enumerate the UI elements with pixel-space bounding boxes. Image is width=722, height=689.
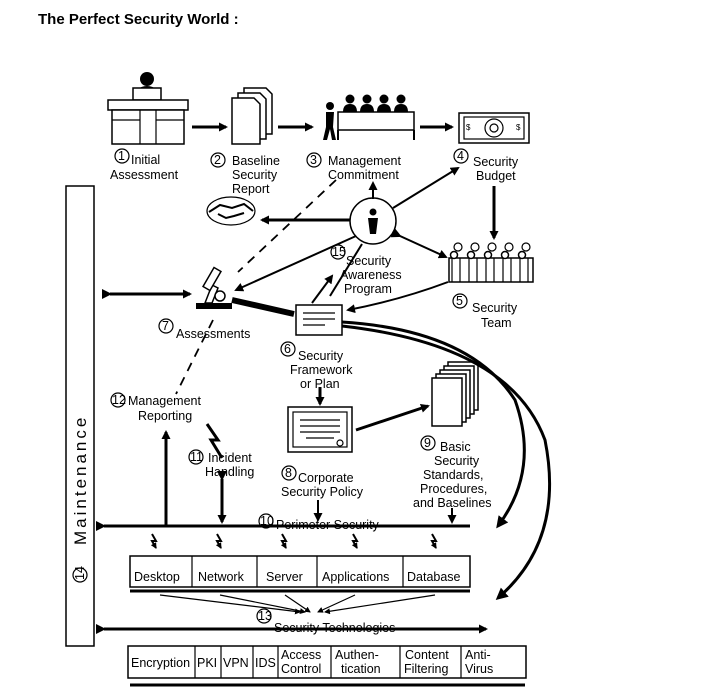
- svg-text:Basic: Basic: [440, 440, 471, 454]
- perimeter-box: Database: [407, 570, 461, 584]
- svg-text:Budget: Budget: [476, 169, 516, 183]
- svg-text:Security: Security: [472, 301, 518, 315]
- step-3-label: 3 Management Commitment: [306, 152, 401, 182]
- step-5-label: 5 Security Team: [452, 293, 518, 330]
- svg-text:10: 10: [260, 514, 274, 528]
- step-14-marker: 14: [72, 566, 88, 583]
- svg-text:Security: Security: [298, 349, 344, 363]
- svg-text:Corporate: Corporate: [298, 471, 354, 485]
- tech-box: Encryption: [131, 656, 190, 670]
- certificate-icon: [287, 406, 353, 453]
- money-icon: $ $: [458, 112, 530, 144]
- svg-text:Framework: Framework: [290, 363, 353, 377]
- svg-text:Program: Program: [344, 282, 392, 296]
- svg-text:4: 4: [457, 149, 464, 163]
- svg-text:12: 12: [112, 393, 126, 407]
- tech-box: Authen-: [335, 648, 379, 662]
- svg-text:Commitment: Commitment: [328, 168, 399, 182]
- svg-text:$: $: [466, 123, 471, 132]
- svg-text:Security: Security: [473, 155, 519, 169]
- document-stack-icon: [431, 361, 479, 427]
- team-icon: [448, 242, 534, 283]
- step-9-label: 9 Basic Security Standards, Procedures, …: [413, 435, 492, 510]
- svg-text:and Baselines: and Baselines: [413, 496, 492, 510]
- step-1-label: 1 Initial Assessment: [110, 148, 179, 182]
- tech-box: Access: [281, 648, 321, 662]
- svg-text:Procedures,: Procedures,: [420, 482, 487, 496]
- tech-box: IDS: [255, 656, 276, 670]
- step-11-label: 11 Incident Handling: [188, 449, 254, 479]
- svg-text:Assessment: Assessment: [110, 168, 179, 182]
- technology-boxes: Encryption PKI VPN IDS Access Control Au…: [127, 645, 527, 679]
- maintenance-bar: [65, 185, 95, 647]
- tech-box: VPN: [223, 656, 249, 670]
- svg-text:Team: Team: [481, 316, 512, 330]
- framework-icon: [295, 304, 343, 336]
- tech-box: Content: [405, 648, 449, 662]
- step-15-label: 15 Security Awareness Program: [330, 244, 402, 296]
- svg-text:Management: Management: [128, 394, 201, 408]
- step-10-label: 10 Perimeter Security: [258, 513, 380, 532]
- perimeter-box: Network: [198, 570, 245, 584]
- step-12-label: 12 Management Reporting: [110, 392, 201, 423]
- step-13-label: 13 Security Technologies: [256, 608, 395, 635]
- svg-text:or Plan: or Plan: [300, 377, 340, 391]
- svg-text:14: 14: [73, 566, 87, 580]
- tech-box: Filtering: [404, 662, 449, 676]
- svg-text:11: 11: [190, 450, 203, 464]
- svg-text:13: 13: [258, 609, 272, 623]
- step-2-label: 2 Baseline Security Report: [210, 152, 280, 196]
- tech-box: Anti-: [465, 648, 491, 662]
- svg-text:Incident: Incident: [208, 451, 252, 465]
- step-8-label: 8 Corporate Security Policy: [281, 465, 364, 499]
- board-meeting-icon: [323, 94, 415, 140]
- svg-text:15: 15: [332, 245, 346, 259]
- svg-text:Awareness: Awareness: [340, 268, 402, 282]
- tech-box: Virus: [465, 662, 493, 676]
- step-6-label: 6 Security Framework or Plan: [280, 341, 353, 391]
- svg-text:6: 6: [284, 342, 291, 356]
- perimeter-box: Applications: [322, 570, 389, 584]
- svg-text:Assessments: Assessments: [176, 327, 250, 341]
- desk-person-icon: [107, 72, 189, 145]
- step-7-label: 7 Assessments: [158, 318, 250, 341]
- svg-text:Reporting: Reporting: [138, 409, 192, 423]
- svg-text:9: 9: [424, 436, 431, 450]
- svg-text:5: 5: [456, 294, 463, 308]
- svg-text:Baseline: Baseline: [232, 154, 280, 168]
- microscope-icon: [196, 266, 232, 309]
- svg-text:Security: Security: [346, 254, 392, 268]
- perimeter-boxes: Desktop Network Server Applications Data…: [129, 555, 471, 588]
- svg-text:Standards,: Standards,: [423, 468, 483, 482]
- svg-text:8: 8: [285, 466, 292, 480]
- svg-text:$: $: [516, 123, 521, 132]
- svg-text:Initial: Initial: [131, 153, 160, 167]
- svg-text:Security Policy: Security Policy: [281, 485, 364, 499]
- tech-box: PKI: [197, 656, 217, 670]
- svg-text:Security: Security: [434, 454, 480, 468]
- svg-text:Management: Management: [328, 154, 401, 168]
- svg-text:Handling: Handling: [205, 465, 254, 479]
- svg-text:Security: Security: [232, 168, 278, 182]
- connectors: [96, 122, 552, 687]
- svg-text:7: 7: [162, 319, 169, 333]
- svg-text:Report: Report: [232, 182, 270, 196]
- documents-icon: [231, 87, 273, 145]
- handshake-icon: [206, 196, 256, 226]
- maintenance-label: Maintenance: [71, 415, 90, 545]
- svg-text:Perimeter Security: Perimeter Security: [276, 518, 380, 532]
- svg-text:2: 2: [214, 153, 221, 167]
- svg-text:1: 1: [118, 149, 125, 163]
- svg-text:3: 3: [310, 153, 317, 167]
- perimeter-box: Server: [266, 570, 303, 584]
- tech-box: Control: [281, 662, 321, 676]
- page-title: The Perfect Security World :: [38, 11, 239, 28]
- step-4-label: 4 Security Budget: [453, 148, 519, 183]
- tech-box: tication: [341, 662, 381, 676]
- central-person-icon: [349, 197, 397, 245]
- svg-text:Security Technologies: Security Technologies: [274, 621, 395, 635]
- perimeter-box: Desktop: [134, 570, 180, 584]
